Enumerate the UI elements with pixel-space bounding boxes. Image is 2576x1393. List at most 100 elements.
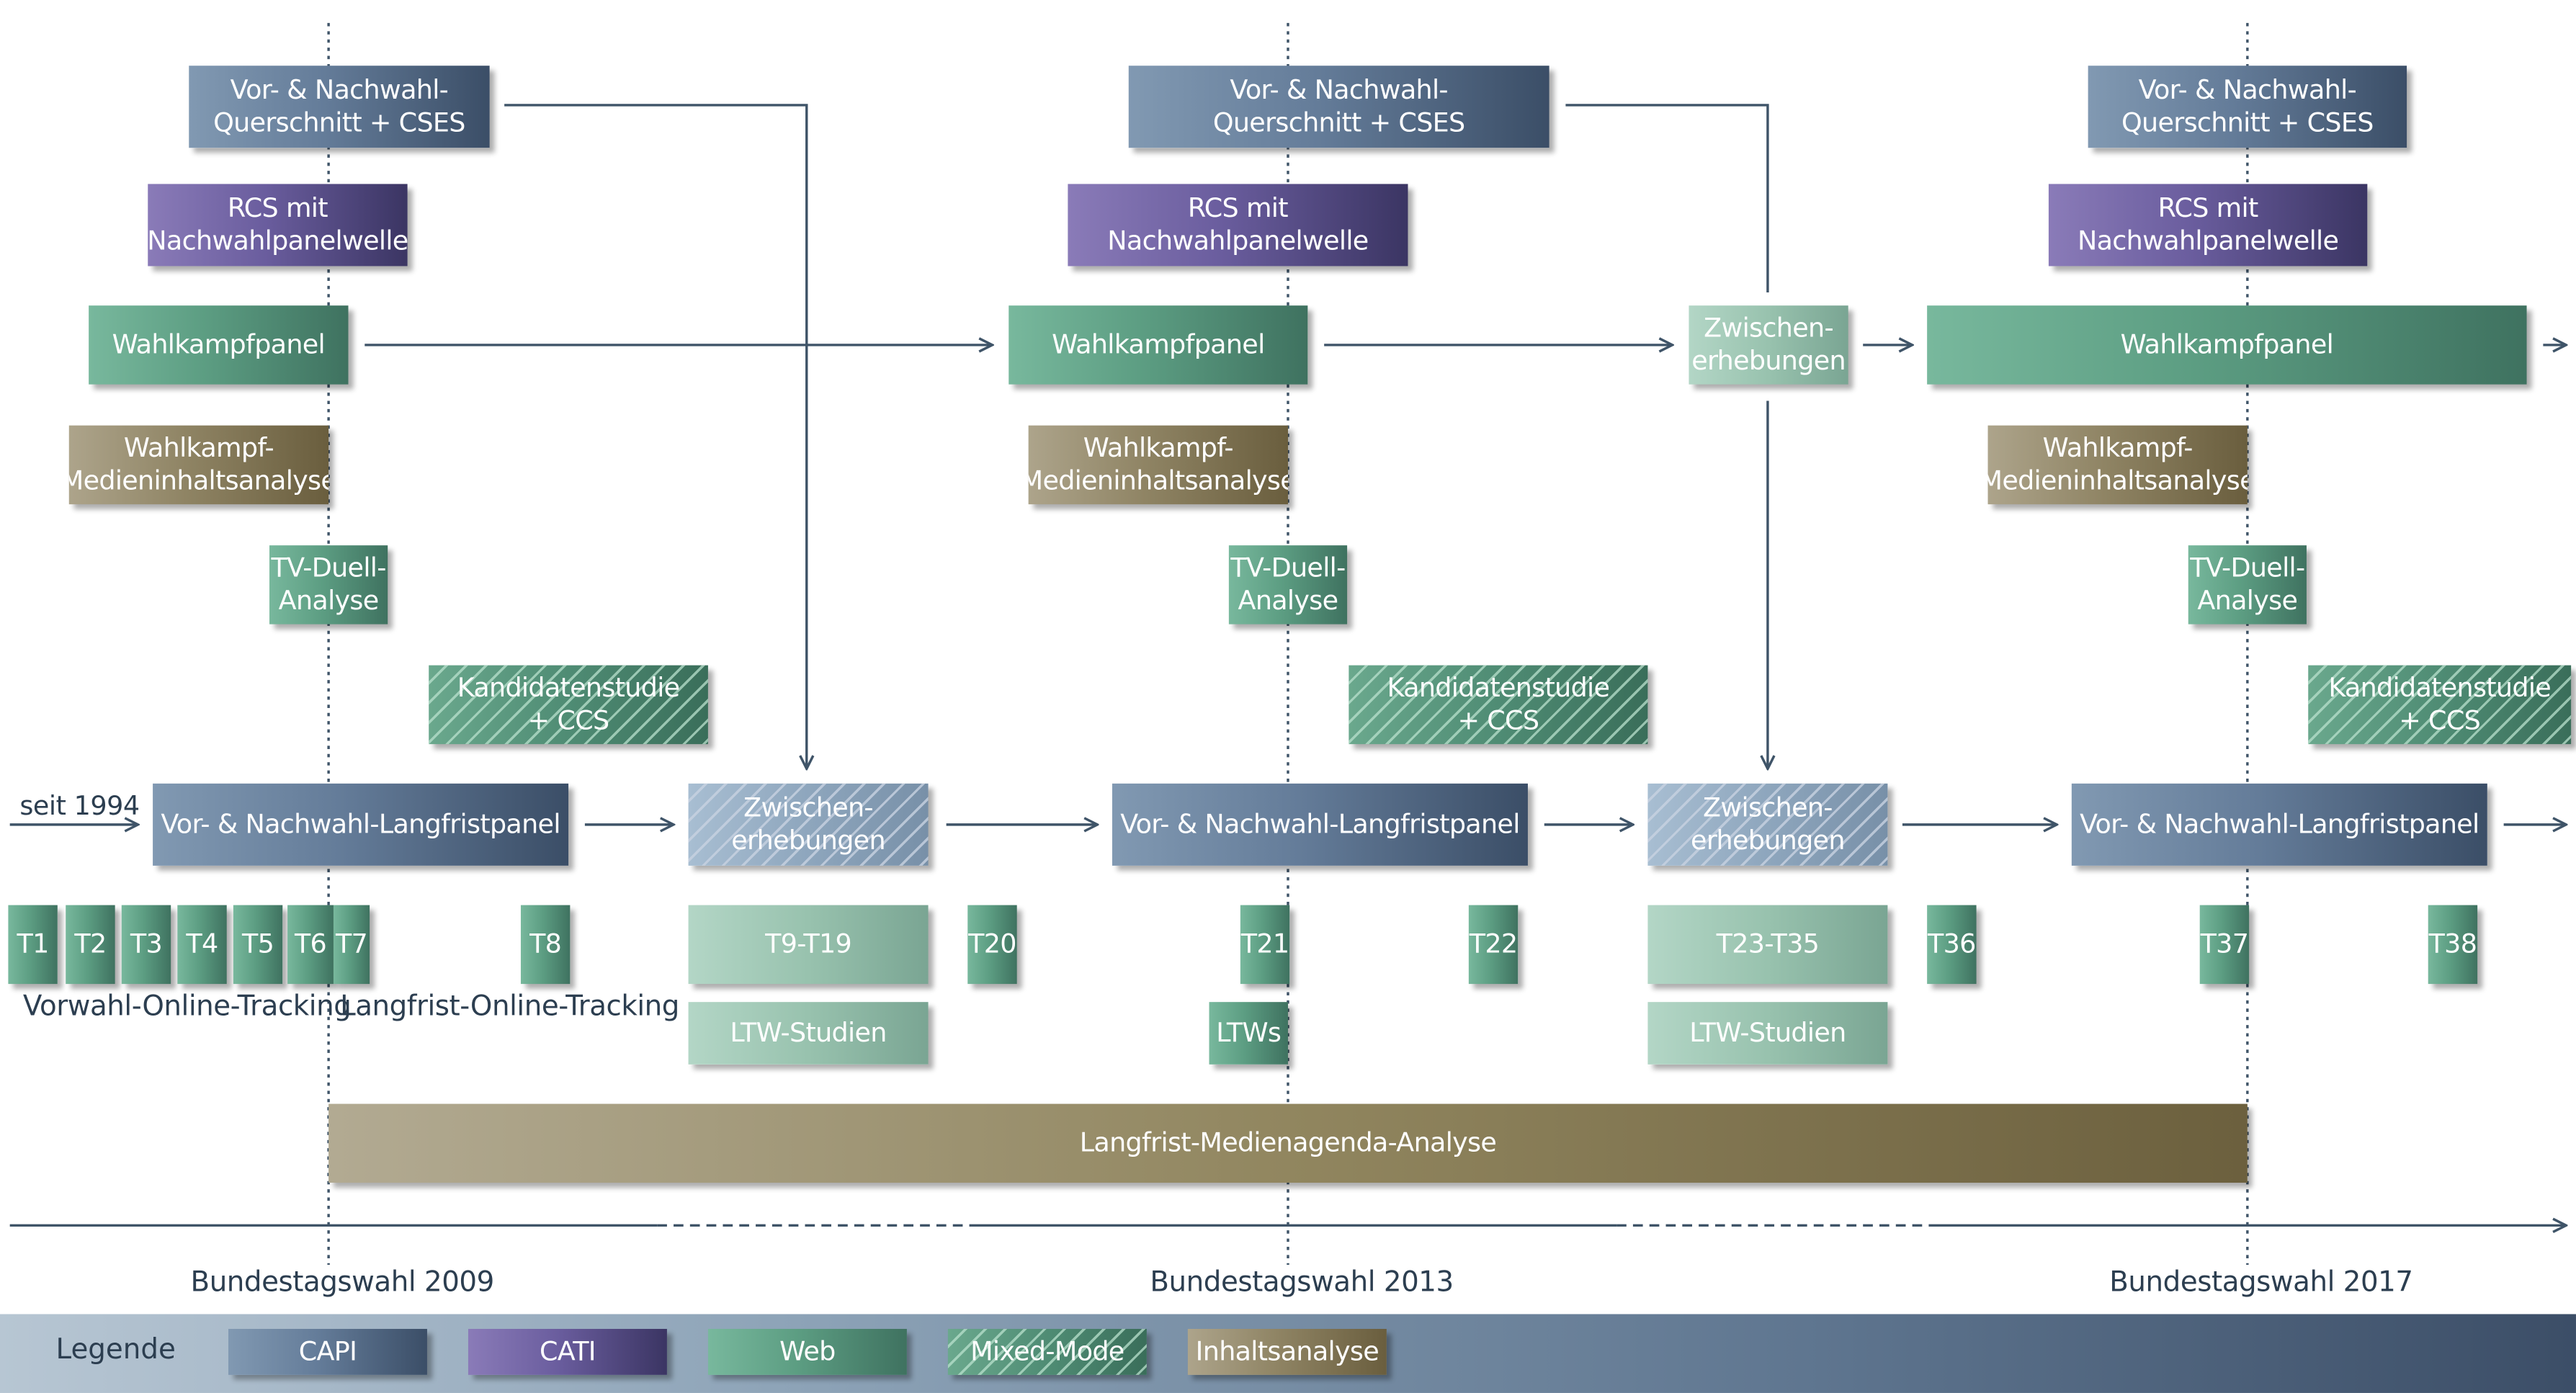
candidate-study-2009-label: Kandidatenstudie + CCS [457, 671, 680, 736]
rcs-2009-label: RCS mit Nachwahlpanelwelle [148, 192, 408, 256]
tv-duel-2013-label: TV-Duell- Analyse [1230, 552, 1346, 617]
ltw-studies-2017: LTW-Studien [1647, 1002, 1888, 1065]
interim-surveys-top: Zwischen- erhebungen [1689, 305, 1848, 385]
tracking-t9-t19: T9-T19 [688, 905, 929, 985]
tv-duel-2009-label: TV-Duell- Analyse [271, 552, 386, 617]
election-2009-label: Bundestagswahl 2009 [190, 1266, 495, 1299]
tracking-t22-label: T22 [1469, 928, 1518, 959]
ltw-studies-2017-label: LTW-Studien [1689, 1016, 1846, 1049]
cross-section-2017: Vor- & Nachwahl- Querschnitt + CSES [2088, 66, 2407, 148]
cross-section-2013: Vor- & Nachwahl- Querschnitt + CSES [1128, 66, 1549, 148]
cross-section-2017-label: Vor- & Nachwahl- Querschnitt + CSES [2121, 73, 2374, 138]
tracking-t5-label: T5 [241, 928, 274, 959]
tracking-t20: T20 [967, 905, 1017, 985]
legend-item-web-label: Web [779, 1335, 836, 1367]
tracking-t22: T22 [1468, 905, 1519, 985]
campaign-panel-2017-label: Wahlkampfpanel [2120, 328, 2334, 360]
legend-item-cati: CATI [468, 1329, 667, 1375]
tracking-t8-label: T8 [529, 928, 562, 959]
tracking-t21: T21 [1240, 905, 1290, 985]
ltw-studies-2013: LTWs [1209, 1002, 1288, 1065]
tracking-t4-label: T4 [186, 928, 218, 959]
tracking-t9-t19-label: T9-T19 [765, 928, 852, 959]
tracking-t7-label: T7 [335, 928, 368, 959]
media-content-2009: Wahlkampf- Medieninhaltsanalyse [68, 425, 329, 505]
tracking-t36: T36 [1927, 905, 1977, 985]
tracking-t38: T38 [2428, 905, 2478, 985]
pre-election-tracking-label: Vorwahl-Online-Tracking [22, 990, 352, 1024]
legend-title: Legende [55, 1333, 176, 1367]
candidate-study-2013: Kandidatenstudie + CCS [1349, 665, 1648, 745]
tracking-t3-label: T3 [130, 928, 163, 959]
long-term-panel-2009-label: Vor- & Nachwahl-Langfristpanel [161, 808, 560, 840]
tracking-t3: T3 [121, 905, 171, 985]
cross-section-2009: Vor- & Nachwahl- Querschnitt + CSES [189, 66, 490, 148]
rcs-2009: RCS mit Nachwahlpanelwelle [148, 184, 408, 266]
media-content-2013: Wahlkampf- Medieninhaltsanalyse [1028, 425, 1288, 505]
campaign-panel-2013: Wahlkampfpanel [1009, 305, 1308, 385]
candidate-study-2017: Kandidatenstudie + CCS [2308, 665, 2572, 745]
long-term-tracking-label: Langfrist-Online-Tracking [340, 990, 679, 1024]
tracking-t7: T7 [333, 905, 370, 985]
legend-item-web: Web [707, 1329, 907, 1375]
interim-surveys-2013: Zwischen- erhebungen [1647, 783, 1888, 866]
candidate-study-2009: Kandidatenstudie + CCS [429, 665, 708, 745]
legend-item-content-analysis: Inhaltsanalyse [1187, 1329, 1387, 1375]
media-content-2009-label: Wahlkampf- Medieninhaltsanalyse [68, 431, 329, 496]
media-content-2017-label: Wahlkampf- Medieninhaltsanalyse [1987, 431, 2248, 496]
tracking-t23-t35-label: T23-T35 [1716, 928, 1820, 959]
connector-2013-top [1565, 104, 1769, 292]
legend-item-content-analysis-label: Inhaltsanalyse [1195, 1335, 1379, 1367]
tracking-t23-t35: T23-T35 [1647, 905, 1888, 985]
ltw-studies-2013-label: LTWs [1216, 1016, 1282, 1049]
ltw-studies-2009: LTW-Studien [688, 1002, 929, 1065]
interim-surveys-top-label: Zwischen- erhebungen [1691, 312, 1846, 377]
since-label: seit 1994 [19, 789, 140, 822]
campaign-panel-2009-label: Wahlkampfpanel [112, 328, 326, 360]
tracking-t1-label: T1 [17, 928, 50, 959]
legend-item-mixed-mode: Mixed-Mode [947, 1329, 1147, 1375]
rcs-2017-label: RCS mit Nachwahlpanelwelle [2077, 192, 2339, 256]
cross-section-2009-label: Vor- & Nachwahl- Querschnitt + CSES [213, 73, 465, 138]
tracking-t5: T5 [233, 905, 283, 985]
tracking-t1: T1 [8, 905, 58, 985]
campaign-panel-2009: Wahlkampfpanel [89, 305, 349, 385]
tracking-t36-label: T36 [1927, 928, 1976, 959]
legend-item-capi-label: CAPI [298, 1335, 357, 1367]
tv-duel-2013: TV-Duell- Analyse [1228, 545, 1348, 624]
tracking-t21-label: T21 [1240, 928, 1289, 959]
election-2017-label: Bundestagswahl 2017 [2109, 1266, 2413, 1299]
connector-2009 [504, 104, 807, 769]
tv-duel-2009: TV-Duell- Analyse [269, 545, 388, 624]
media-content-2013-label: Wahlkampf- Medieninhaltsanalyse [1028, 431, 1288, 496]
long-term-media-agenda-label: Langfrist-Medienagenda-Analyse [1079, 1127, 1497, 1158]
tracking-t6: T6 [287, 905, 334, 985]
tracking-t4: T4 [177, 905, 227, 985]
long-term-panel-2017: Vor- & Nachwahl-Langfristpanel [2071, 783, 2487, 866]
tracking-t8: T8 [520, 905, 571, 985]
tv-duel-2017-label: TV-Duell- Analyse [2190, 552, 2305, 617]
election-2013-label: Bundestagswahl 2013 [1150, 1266, 1454, 1299]
legend-item-capi: CAPI [228, 1329, 427, 1375]
candidate-study-2017-label: Kandidatenstudie + CCS [2328, 671, 2552, 736]
long-term-panel-2009: Vor- & Nachwahl-Langfristpanel [153, 783, 569, 866]
long-term-panel-2013: Vor- & Nachwahl-Langfristpanel [1112, 783, 1528, 866]
candidate-study-2013-label: Kandidatenstudie + CCS [1387, 671, 1610, 736]
tracking-t37: T37 [2199, 905, 2250, 985]
long-term-panel-2017-label: Vor- & Nachwahl-Langfristpanel [2080, 808, 2479, 840]
long-term-panel-2013-label: Vor- & Nachwahl-Langfristpanel [1120, 808, 1520, 840]
interim-surveys-2009-label: Zwischen- erhebungen [731, 792, 885, 856]
interim-surveys-2013-label: Zwischen- erhebungen [1691, 792, 1845, 856]
rcs-2017: RCS mit Nachwahlpanelwelle [2048, 184, 2368, 266]
media-content-2017: Wahlkampf- Medieninhaltsanalyse [1987, 425, 2248, 505]
tracking-t6-label: T6 [294, 928, 327, 959]
rcs-2013-label: RCS mit Nachwahlpanelwelle [1107, 192, 1369, 256]
long-term-media-agenda: Langfrist-Medienagenda-Analyse [328, 1103, 2248, 1183]
tracking-t2: T2 [66, 905, 115, 985]
tracking-t38-label: T38 [2428, 928, 2477, 959]
legend-item-mixed-mode-label: Mixed-Mode [970, 1335, 1124, 1367]
campaign-panel-2013-label: Wahlkampfpanel [1052, 328, 1265, 360]
tv-duel-2017: TV-Duell- Analyse [2188, 545, 2307, 624]
ltw-studies-2009-label: LTW-Studien [730, 1016, 887, 1049]
rcs-2013: RCS mit Nachwahlpanelwelle [1068, 184, 1408, 266]
